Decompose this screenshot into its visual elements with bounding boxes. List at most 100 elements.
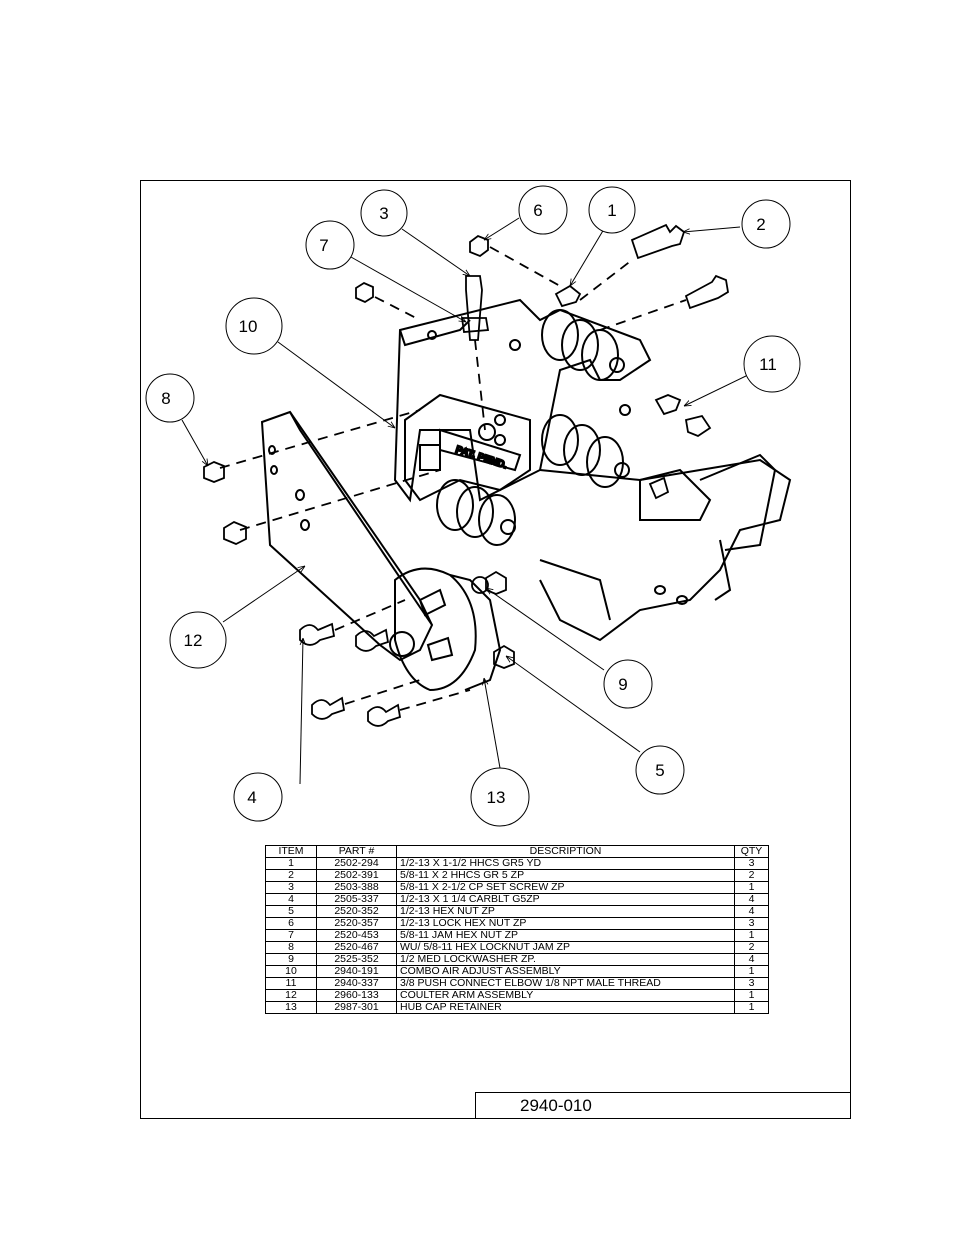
coulter-mount-plate <box>539 453 792 642</box>
bom-item: 5 <box>265 905 317 918</box>
callout-1: 1 <box>588 186 636 234</box>
callout-11: 11 <box>743 335 801 393</box>
bom-item: 1 <box>265 857 317 870</box>
bom-part: 2520-453 <box>316 929 397 942</box>
callout-8: 8 <box>145 373 195 423</box>
bom-qty: 3 <box>734 857 769 870</box>
bom-description: 3/8 PUSH CONNECT ELBOW 1/8 NPT MALE THRE… <box>396 977 735 990</box>
bom-part: 2987-301 <box>316 1001 397 1014</box>
bom-description: COULTER ARM ASSEMBLY <box>396 989 735 1002</box>
svg-text:8: 8 <box>161 389 170 408</box>
bom-description: 1/2-13 LOCK HEX NUT ZP <box>396 917 735 930</box>
svg-text:4: 4 <box>247 788 256 807</box>
callout-4: 4 <box>233 772 283 822</box>
bom-description: WU/ 5/8-11 HEX LOCKNUT JAM ZP <box>396 941 735 954</box>
svg-text:10: 10 <box>239 317 258 336</box>
bom-part: 2940-191 <box>316 965 397 978</box>
bom-item: 7 <box>265 929 317 942</box>
svg-text:5: 5 <box>655 761 664 780</box>
bom-header-row: ITEM PART # DESCRIPTION QTY <box>265 845 769 858</box>
bom-qty: 4 <box>734 953 769 966</box>
bom-header-part: PART # <box>316 845 397 858</box>
bom-qty: 1 <box>734 965 769 978</box>
bom-description: 1/2-13 HEX NUT ZP <box>396 905 735 918</box>
bom-part: 2940-337 <box>316 977 397 990</box>
bom-description: 5/8-11 X 2 HHCS GR 5 ZP <box>396 869 735 882</box>
bom-part: 2960-133 <box>316 989 397 1002</box>
air-bag-units <box>436 309 630 546</box>
bom-item: 13 <box>265 1001 317 1014</box>
bom-part: 2502-294 <box>316 857 397 870</box>
bom-description: 1/2 MED LOCKWASHER ZP. <box>396 953 735 966</box>
bom-part: 2520-357 <box>316 917 397 930</box>
bom-description: 5/8-11 JAM HEX NUT ZP <box>396 929 735 942</box>
bom-description: HUB CAP RETAINER <box>396 1001 735 1014</box>
bom-part: 2505-337 <box>316 893 397 906</box>
callout-10: 10 <box>225 297 283 355</box>
leader-lines <box>181 217 749 785</box>
bom-part: 2520-467 <box>316 941 397 954</box>
callout-9: 9 <box>603 659 653 709</box>
coulter-arm <box>260 410 434 662</box>
svg-text:3: 3 <box>379 204 388 223</box>
bom-header-qty: QTY <box>734 845 769 858</box>
bom-description: 1/2-13 X 1 1/4 CARBLT G5ZP <box>396 893 735 906</box>
svg-text:7: 7 <box>319 236 328 255</box>
drawing-number: 2940-010 <box>520 1096 592 1115</box>
bom-qty: 3 <box>734 977 769 990</box>
bom-item: 3 <box>265 881 317 894</box>
bom-description: 1/2-13 X 1-1/2 HHCS GR5 YD <box>396 857 735 870</box>
title-block: 2940-010 <box>475 1092 851 1119</box>
bom-qty: 1 <box>734 929 769 942</box>
bom-qty: 1 <box>734 1001 769 1014</box>
callout-7: 7 <box>305 220 355 270</box>
svg-text:6: 6 <box>533 201 542 220</box>
svg-text:9: 9 <box>618 675 627 694</box>
assembly-centerlines <box>219 246 687 711</box>
upper-bracket <box>393 298 652 503</box>
bom-item: 2 <box>265 869 317 882</box>
bom-qty: 4 <box>734 905 769 918</box>
bom-qty: 2 <box>734 869 769 882</box>
callout-3: 3 <box>360 189 408 237</box>
drawing-sheet-border <box>140 180 851 1119</box>
bom-part: 2503-388 <box>316 881 397 894</box>
callout-2: 2 <box>741 199 791 249</box>
svg-text:12: 12 <box>184 631 203 650</box>
bom-header-description: DESCRIPTION <box>396 845 735 858</box>
svg-text:11: 11 <box>759 355 777 374</box>
bom-item: 4 <box>265 893 317 906</box>
callout-5: 5 <box>635 745 685 795</box>
bom-item: 9 <box>265 953 317 966</box>
bom-item: 6 <box>265 917 317 930</box>
bom-part: 2502-391 <box>316 869 397 882</box>
bom-qty: 4 <box>734 893 769 906</box>
bom-header-item: ITEM <box>265 845 317 858</box>
bom-description: 5/8-11 X 2-1/2 CP SET SCREW ZP <box>396 881 735 894</box>
bom-description: COMBO AIR ADJUST ASSEMBLY <box>396 965 735 978</box>
callout-6: 6 <box>518 185 568 235</box>
callout-13: 13 <box>470 767 530 827</box>
callout-12: 12 <box>169 611 227 669</box>
bom-part: 2525-352 <box>316 953 397 966</box>
bom-qty: 3 <box>734 917 769 930</box>
svg-text:1: 1 <box>607 201 616 220</box>
bom-qty: 1 <box>734 989 769 1002</box>
svg-text:13: 13 <box>487 788 506 807</box>
hardware <box>203 223 729 727</box>
bom-item: 12 <box>265 989 317 1002</box>
bom-item: 11 <box>265 977 317 990</box>
